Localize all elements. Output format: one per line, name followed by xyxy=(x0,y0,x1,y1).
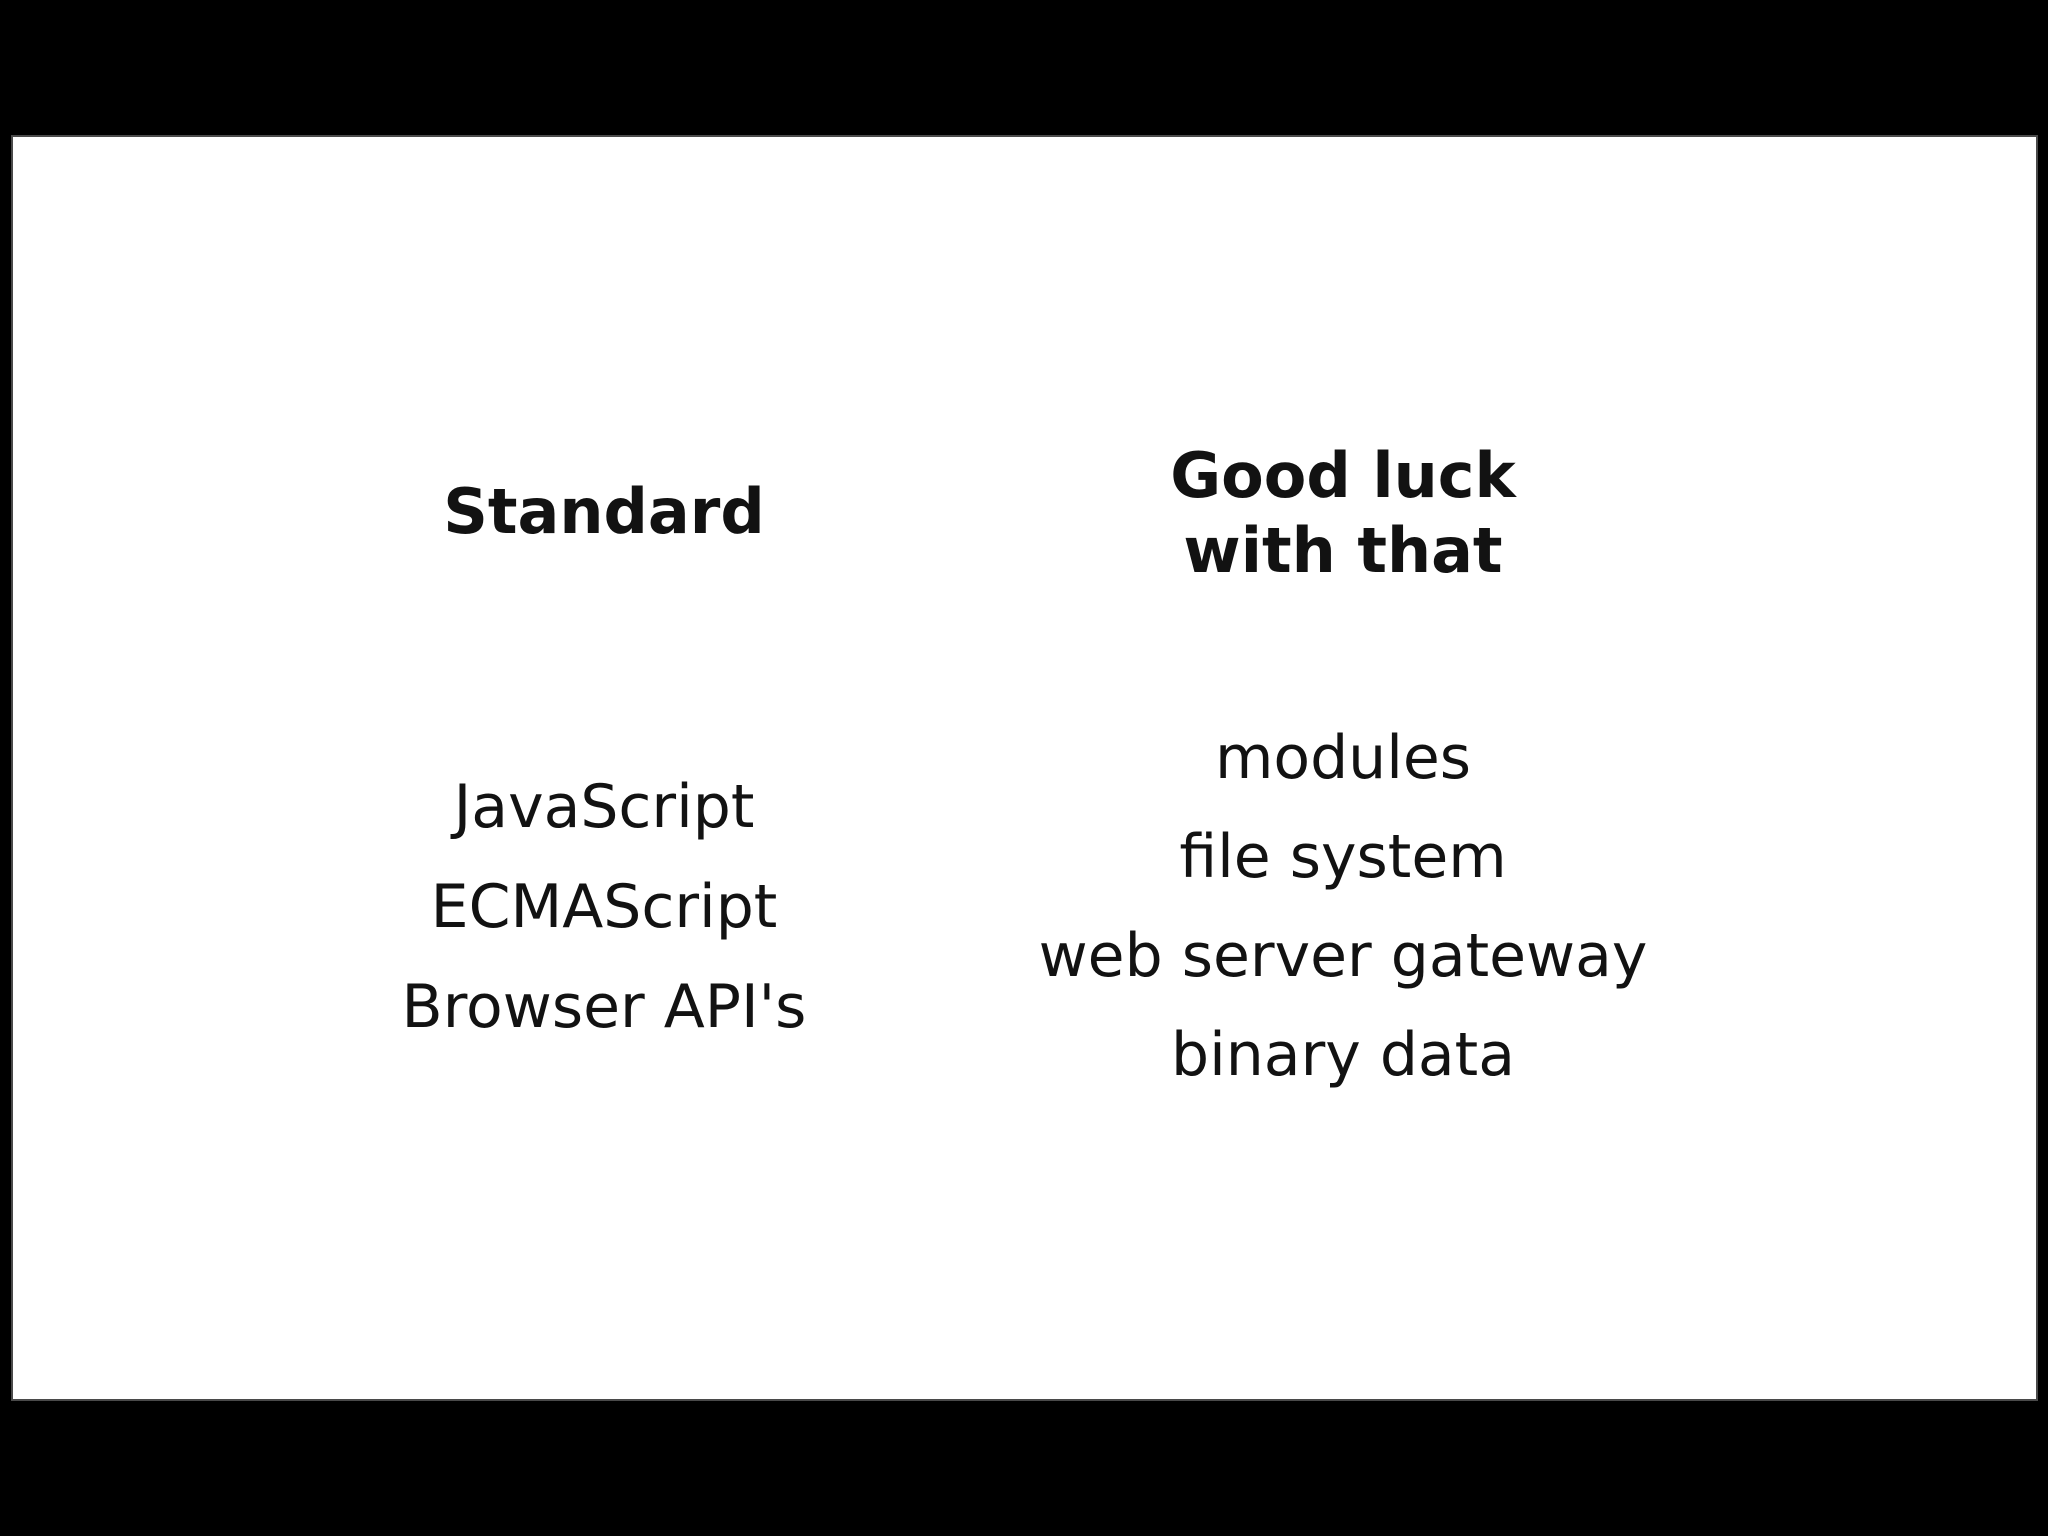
good-luck-title-line-2: with that xyxy=(1183,514,1503,587)
list-item-binary-data: binary data xyxy=(1171,1020,1515,1090)
list-item-file-system: file system xyxy=(1179,822,1507,892)
slide-canvas: Standard JavaScript ECMAScript Browser A… xyxy=(11,135,2038,1401)
good-luck-column-title: Good luck with that xyxy=(943,438,1743,588)
list-item-browser-apis: Browser API's xyxy=(401,972,807,1042)
list-item-ecmascript: ECMAScript xyxy=(430,872,778,942)
standard-column-title: Standard xyxy=(254,467,954,557)
standard-column-list: JavaScript ECMAScript Browser API's xyxy=(254,757,954,1057)
standard-title-text: Standard xyxy=(443,475,765,548)
list-item-modules: modules xyxy=(1214,723,1472,793)
list-item-javascript: JavaScript xyxy=(453,772,755,842)
good-luck-column-list: modules file system web server gateway b… xyxy=(943,709,1743,1105)
good-luck-title-line-1: Good luck xyxy=(1170,439,1516,512)
list-item-web-server-gateway: web server gateway xyxy=(1038,921,1648,991)
